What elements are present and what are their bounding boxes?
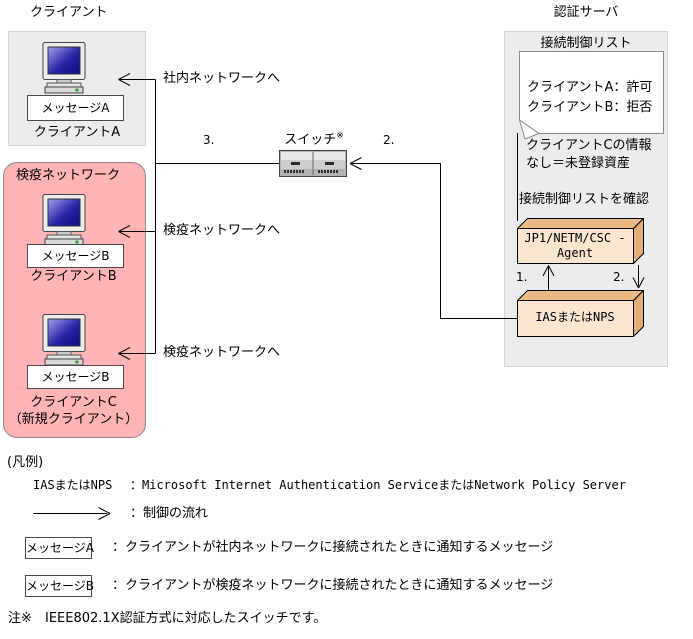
check-list-label: 接続制御リストを確認 (519, 192, 650, 207)
to-quarantine-network-label-c: 検疫ネットワークへ (163, 345, 281, 360)
note-client-a-permit: クライアントA：許可 (527, 80, 653, 95)
step-2-switch-label: 2. (383, 133, 395, 147)
legend-ias-desc: ：Microsoft Internet Authentication Servi… (130, 478, 626, 492)
message-b1-box: メッセージB (27, 244, 124, 268)
legend-message-a-desc: ：クライアントが社内ネットワークに接続されたときに通知するメッセージ (112, 540, 554, 555)
client-b-label: クライアントB (30, 269, 117, 284)
jp1-agent-label-line1: JP1/NETM/CSC - (524, 231, 626, 245)
client-a-label: クライアントA (33, 125, 121, 140)
annotation-client-c-info: クライアントCの情報 (526, 138, 652, 153)
legend-title: (凡例) (7, 455, 44, 470)
legend-flow-desc: ：制御の流れ (130, 506, 209, 521)
client-c-sublabel: （新規クライアント） (8, 412, 139, 427)
server-section-title: 認証サーバ (553, 5, 619, 20)
legend-message-b-desc: ：クライアントが検疫ネットワークに接続されたときに通知するメッセージ (112, 578, 554, 593)
jp1-agent-label-line2: Agent (556, 246, 594, 260)
legend-arrowhead (98, 507, 111, 520)
to-internal-network-label: 社内ネットワークへ (163, 71, 281, 86)
footnote-text: IEEE802.1X認証方式に対応したスイッチです。 (45, 611, 327, 626)
client-section-title: クライアント (30, 5, 108, 20)
ias-nps-label: IASまたはNPS (535, 310, 615, 324)
legend-message-a-box: メッセージA (25, 537, 94, 559)
arrowhead-into-switch (349, 157, 362, 170)
quarantine-network-label: 検疫ネットワーク (16, 168, 121, 183)
step-1-label: 1. (516, 270, 528, 284)
switch-label: スイッチ※ (284, 131, 344, 148)
footnote-mark: 注※ (8, 611, 32, 626)
server-to-switch-line (351, 163, 517, 319)
to-quarantine-network-label-b: 検疫ネットワークへ (163, 223, 281, 238)
message-a-box: メッセージA (27, 95, 124, 121)
note-client-b-deny: クライアントB：拒否 (527, 100, 653, 115)
switch-footnote-mark: ※ (336, 131, 344, 141)
computer-a-icon (40, 42, 88, 94)
message-b2-box: メッセージB (27, 365, 124, 389)
jp1-agent-box (517, 218, 644, 264)
step-3-label: 3. (203, 133, 215, 147)
legend-message-b-box: メッセージB (25, 575, 94, 597)
computer-c-icon (40, 314, 88, 366)
ias-nps-box (517, 290, 644, 337)
switch-icon (279, 150, 347, 177)
legend-ias-term: IASまたはNPS (33, 478, 113, 492)
computer-b-icon (40, 194, 88, 246)
connection-control-list-title: 接続制御リスト (540, 36, 632, 51)
step-2-agent-label: 2. (613, 270, 625, 284)
annotation-unregistered: なし＝未登録資産 (526, 156, 631, 171)
client-c-label: クライアントC (30, 395, 117, 410)
